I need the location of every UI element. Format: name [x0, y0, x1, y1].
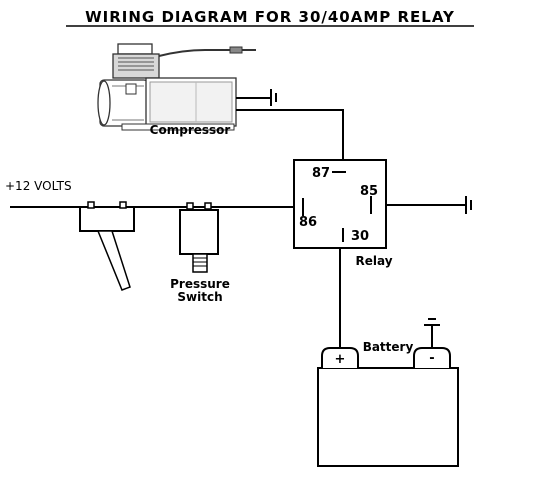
volts-label: +12 VOLTS: [5, 179, 72, 193]
diagram-title: WIRING DIAGRAM FOR 30/40AMP RELAY: [85, 8, 455, 26]
relay-pin-86: 86: [299, 215, 317, 230]
relay-pin-87: 87: [312, 166, 330, 181]
pressure-switch-label-line2: Switch: [177, 290, 222, 304]
relay-icon: [293, 159, 387, 249]
relay-pin-85: 85: [360, 184, 378, 199]
battery-icon: [317, 347, 459, 467]
compressor-feed-wire: [236, 109, 344, 160]
inline-fuse-icon: [79, 201, 135, 291]
ground-symbol-icon: [465, 196, 472, 214]
battery-negative-terminal: -: [429, 351, 434, 366]
pressure-switch-icon: [179, 202, 219, 273]
ground-symbol-icon: [270, 89, 277, 106]
compressor-label: Compressor: [150, 123, 231, 137]
battery-positive-terminal: +: [335, 352, 346, 367]
pressure-switch-label-line1: Pressure: [170, 277, 230, 291]
relay-pin-30: 30: [351, 229, 369, 244]
ground-symbol-icon: [424, 318, 440, 326]
compressor-icon: [97, 43, 256, 131]
relay-label: Relay: [355, 254, 392, 268]
battery-label: Battery: [363, 340, 414, 354]
